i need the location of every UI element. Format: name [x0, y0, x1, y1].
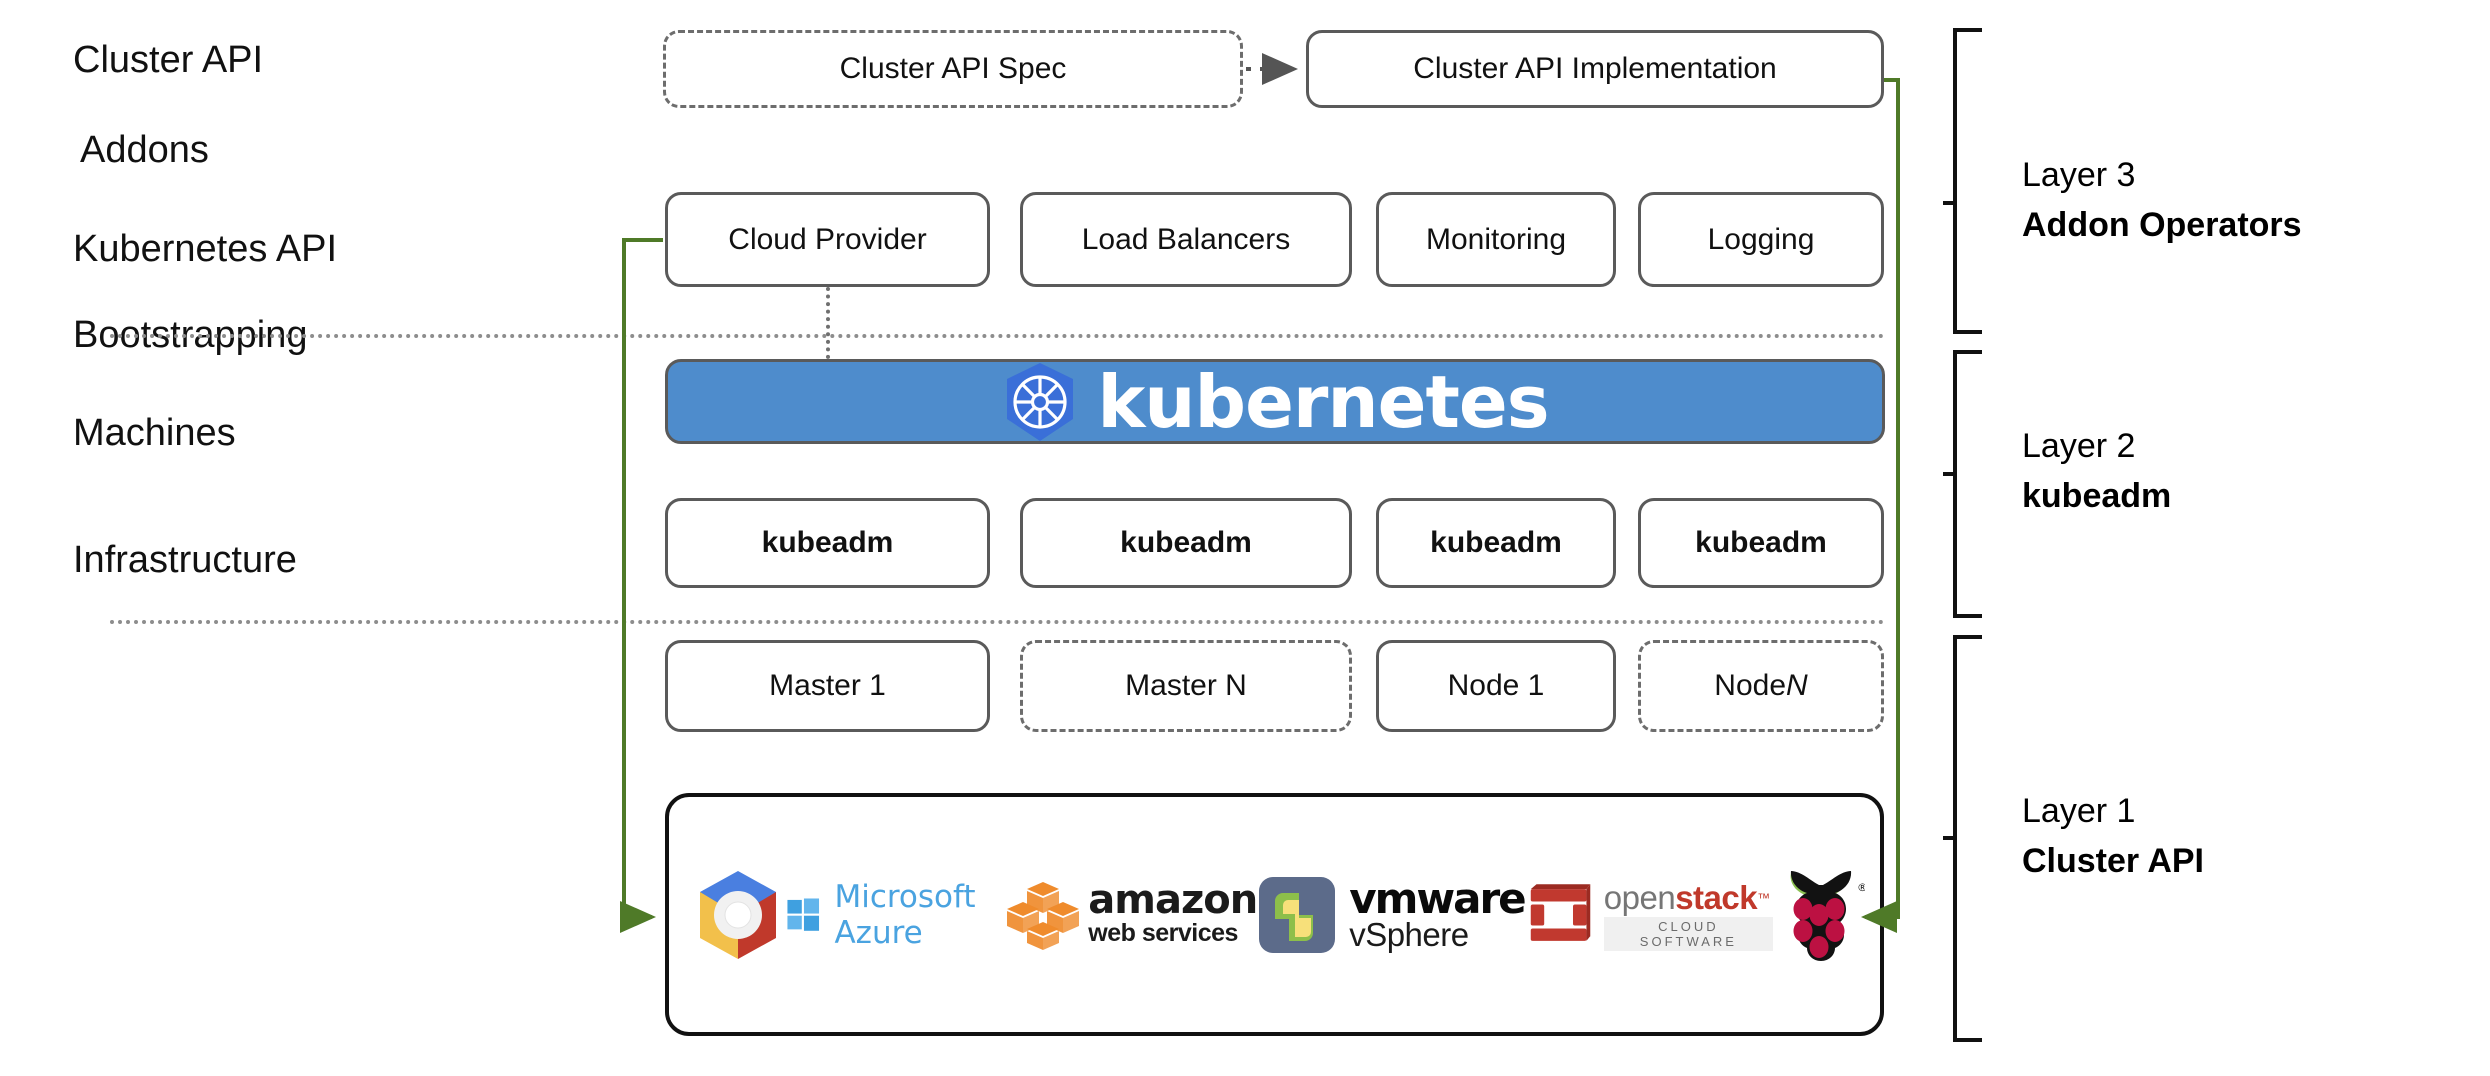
machine-label-node-1: Node 1 — [1447, 669, 1545, 702]
aws-web-services-subtext: web services — [1088, 918, 1238, 947]
microsoft-azure-logo: Microsoft Azure — [786, 879, 1006, 951]
row-label-addons: Addons — [80, 129, 209, 171]
bootstrap-box-1[interactable]: kubeadm — [665, 498, 990, 588]
machine-label-node-n-italic: N — [1786, 669, 1808, 702]
machine-label-node-n-prefix: Node — [1714, 669, 1787, 702]
bootstrap-box-3[interactable]: kubeadm — [1376, 498, 1616, 588]
machine-box-node-1[interactable]: Node 1 — [1376, 640, 1616, 732]
machine-label-master-1: Master 1 — [769, 669, 886, 702]
green-connector-left — [620, 238, 663, 933]
layer-3-line1: Layer 3 — [2022, 156, 2136, 194]
kubernetes-api-banner: kubernetes — [665, 359, 1885, 444]
divider-layer2-layer1 — [110, 620, 1885, 624]
row-label-kubernetes-api: Kubernetes API — [73, 228, 338, 270]
layer-caption-2: Layer 2 kubeadm — [2022, 421, 2171, 521]
row-label-cluster-api: Cluster API — [73, 39, 264, 81]
addon-label-logging: Logging — [1707, 222, 1815, 256]
machine-box-master-n[interactable]: Master N — [1020, 640, 1352, 732]
layer-1-line1: Layer 1 — [2022, 792, 2136, 830]
row-label-infrastructure: Infrastructure — [73, 539, 297, 581]
vmware-vsphere-logo: vmware vSphere — [1257, 873, 1527, 955]
connector-cloud-provider-to-kubernetes — [826, 287, 830, 359]
addon-label-load-balancers: Load Balancers — [1081, 222, 1291, 256]
bootstrap-label-4: kubeadm — [1695, 526, 1827, 559]
addon-box-monitoring[interactable]: Monitoring — [1376, 192, 1616, 287]
vsphere-subtext: vSphere — [1349, 916, 1469, 954]
machine-box-node-n[interactable]: Node N — [1638, 640, 1884, 732]
openstack-wordmark-open: open — [1603, 879, 1676, 916]
divider-layer3-layer2 — [110, 334, 1885, 338]
cluster-api-implementation-box[interactable]: Cluster API Implementation — [1306, 30, 1884, 108]
addon-box-load-balancers[interactable]: Load Balancers — [1020, 192, 1352, 287]
bootstrap-box-4[interactable]: kubeadm — [1638, 498, 1884, 588]
layer-3-line2: Addon Operators — [2022, 206, 2302, 244]
amazon-web-services-logo: amazon web services — [1006, 877, 1258, 950]
svg-text:®: ® — [1857, 881, 1865, 894]
bootstrap-label-2: kubeadm — [1120, 526, 1252, 559]
layer-2-line1: Layer 2 — [2022, 427, 2136, 465]
kubernetes-wordmark: kubernetes — [1097, 359, 1549, 444]
addon-label-monitoring: Monitoring — [1425, 222, 1567, 256]
layer-1-line2: Cluster API — [2022, 842, 2205, 880]
bootstrap-label-1: kubeadm — [761, 526, 894, 559]
openstack-subtext: CLOUD SOFTWARE — [1603, 917, 1773, 951]
bracket-layer-2 — [1943, 350, 1982, 618]
infrastructure-logo-row: Microsoft Azure amazon web services — [690, 850, 1865, 980]
layer-2-line2: kubeadm — [2022, 477, 2172, 515]
machine-box-master-1[interactable]: Master 1 — [665, 640, 990, 732]
openstack-trademark-icon: ™ — [1757, 890, 1771, 906]
raspberry-pi-logo: ® — [1773, 863, 1865, 967]
bootstrap-label-3: kubeadm — [1430, 526, 1562, 559]
microsoft-azure-wordmark: Microsoft Azure — [834, 879, 976, 951]
bootstrap-box-2[interactable]: kubeadm — [1020, 498, 1352, 588]
machine-label-master-n: Master N — [1125, 669, 1247, 702]
addon-box-cloud-provider[interactable]: Cloud Provider — [665, 192, 990, 287]
cluster-api-spec-label: Cluster API Spec — [839, 52, 1067, 85]
row-label-machines: Machines — [73, 412, 236, 454]
bracket-layer-1 — [1943, 635, 1982, 1042]
addon-box-logging[interactable]: Logging — [1638, 192, 1884, 287]
kubernetes-helm-wheel-icon — [1001, 361, 1079, 443]
google-cloud-platform-logo — [690, 865, 786, 965]
amazon-wordmark: amazon — [1088, 877, 1258, 924]
openstack-logo: openstack™ CLOUD SOFTWARE — [1525, 879, 1773, 951]
bracket-layer-3 — [1943, 28, 1982, 334]
layer-caption-3: Layer 3 Addon Operators — [2022, 150, 2302, 250]
cluster-api-implementation-label: Cluster API Implementation — [1413, 52, 1777, 85]
openstack-wordmark-stack: stack — [1675, 879, 1758, 916]
layer-caption-1: Layer 1 Cluster API — [2022, 786, 2204, 886]
addon-label-cloud-provider: Cloud Provider — [728, 222, 927, 256]
vmware-wordmark: vmware — [1349, 873, 1526, 923]
cluster-api-spec-box[interactable]: Cluster API Spec — [663, 30, 1243, 108]
